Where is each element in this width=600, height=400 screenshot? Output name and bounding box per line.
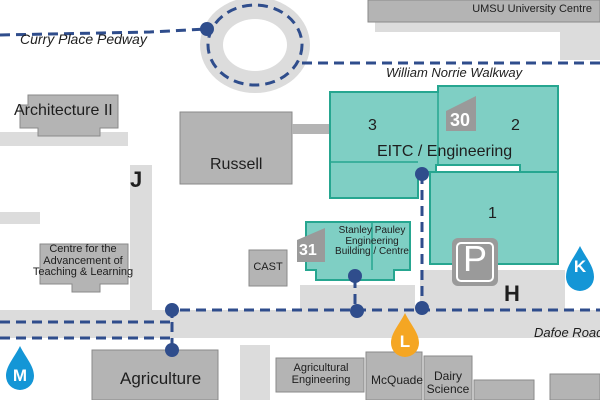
marker-l-drop[interactable] [391, 313, 419, 357]
location-markers [6, 246, 594, 390]
building-umsu [367, 0, 600, 23]
building-cast [248, 249, 288, 287]
marker-k-drop[interactable] [566, 246, 594, 291]
pedway-node[interactable] [350, 304, 364, 318]
russell-connector [292, 124, 330, 134]
mcquade-label: McQuade [371, 373, 424, 387]
pedway-node[interactable] [348, 269, 362, 283]
building-south [473, 379, 535, 400]
building-agricultural-engineering [275, 357, 365, 393]
stanley-label: Stanley Pauley Engineering Building / Ce… [335, 225, 409, 257]
path-nodes [165, 22, 429, 357]
roundabout-path [206, 3, 304, 87]
ag-engineering-label: Agricultural Engineering [291, 362, 351, 386]
building-31-badge [297, 228, 325, 262]
north-south-road [130, 165, 152, 315]
building-southeast [549, 373, 600, 400]
marker-m-drop[interactable] [6, 346, 34, 390]
road-segment [0, 212, 40, 224]
umsu-label: UMSU University Centre [472, 3, 592, 15]
eitc-wing-2-label: 2 [511, 117, 520, 134]
road-segment [240, 345, 270, 400]
architecture-label: Architecture II [14, 102, 113, 119]
norrie-walkway-label: William Norrie Walkway [386, 65, 523, 80]
building-centre-teaching [39, 243, 129, 293]
eitc-wing-1-label: 1 [488, 205, 497, 222]
stanley-pauley-building [305, 221, 411, 281]
dafoe-road-surface [0, 310, 600, 338]
russell-label: Russell [210, 156, 263, 173]
eitc-wings-2-3 [329, 85, 559, 199]
parking-sign-box [452, 238, 498, 286]
building-30-badge [446, 96, 476, 131]
parking-sign[interactable] [452, 238, 498, 286]
curry-pedway-label: Curry Place Pedway [20, 31, 147, 47]
agriculture-label: Agriculture [120, 369, 202, 388]
building-31-label: 31 [299, 242, 317, 259]
pedway-node[interactable] [415, 167, 429, 181]
pedway-node[interactable] [415, 301, 429, 315]
building-30-label: 30 [450, 110, 471, 130]
eitc-label: EITC / Engineering [377, 143, 513, 160]
marker-k-label: K [573, 257, 587, 276]
parking-p-label: P [462, 238, 487, 279]
marker-m-label: M [12, 366, 28, 385]
pedway-node[interactable] [165, 303, 179, 317]
curry-pedway-line [0, 27, 208, 37]
centre-teaching-label: Centre for the Advancement of Teaching &… [32, 243, 134, 279]
building-mcquade [365, 351, 423, 400]
dafoe-road-label: Dafoe Road [534, 325, 600, 340]
building-russell [179, 111, 293, 185]
pedway-node[interactable] [200, 22, 214, 36]
eitc-wing-3-label: 3 [368, 117, 377, 134]
marker-l-label: L [399, 332, 411, 351]
zone-h-label: H [504, 281, 520, 306]
roundabout-center [223, 19, 287, 71]
dairy-science-label: Dairy Science [426, 369, 470, 396]
building-architecture [19, 94, 119, 137]
cast-label: CAST [253, 261, 283, 273]
zone-j-label: J [130, 167, 143, 192]
pedway-node[interactable] [165, 343, 179, 357]
buildings-grey [19, 0, 600, 400]
building-dairy-science [423, 355, 473, 400]
